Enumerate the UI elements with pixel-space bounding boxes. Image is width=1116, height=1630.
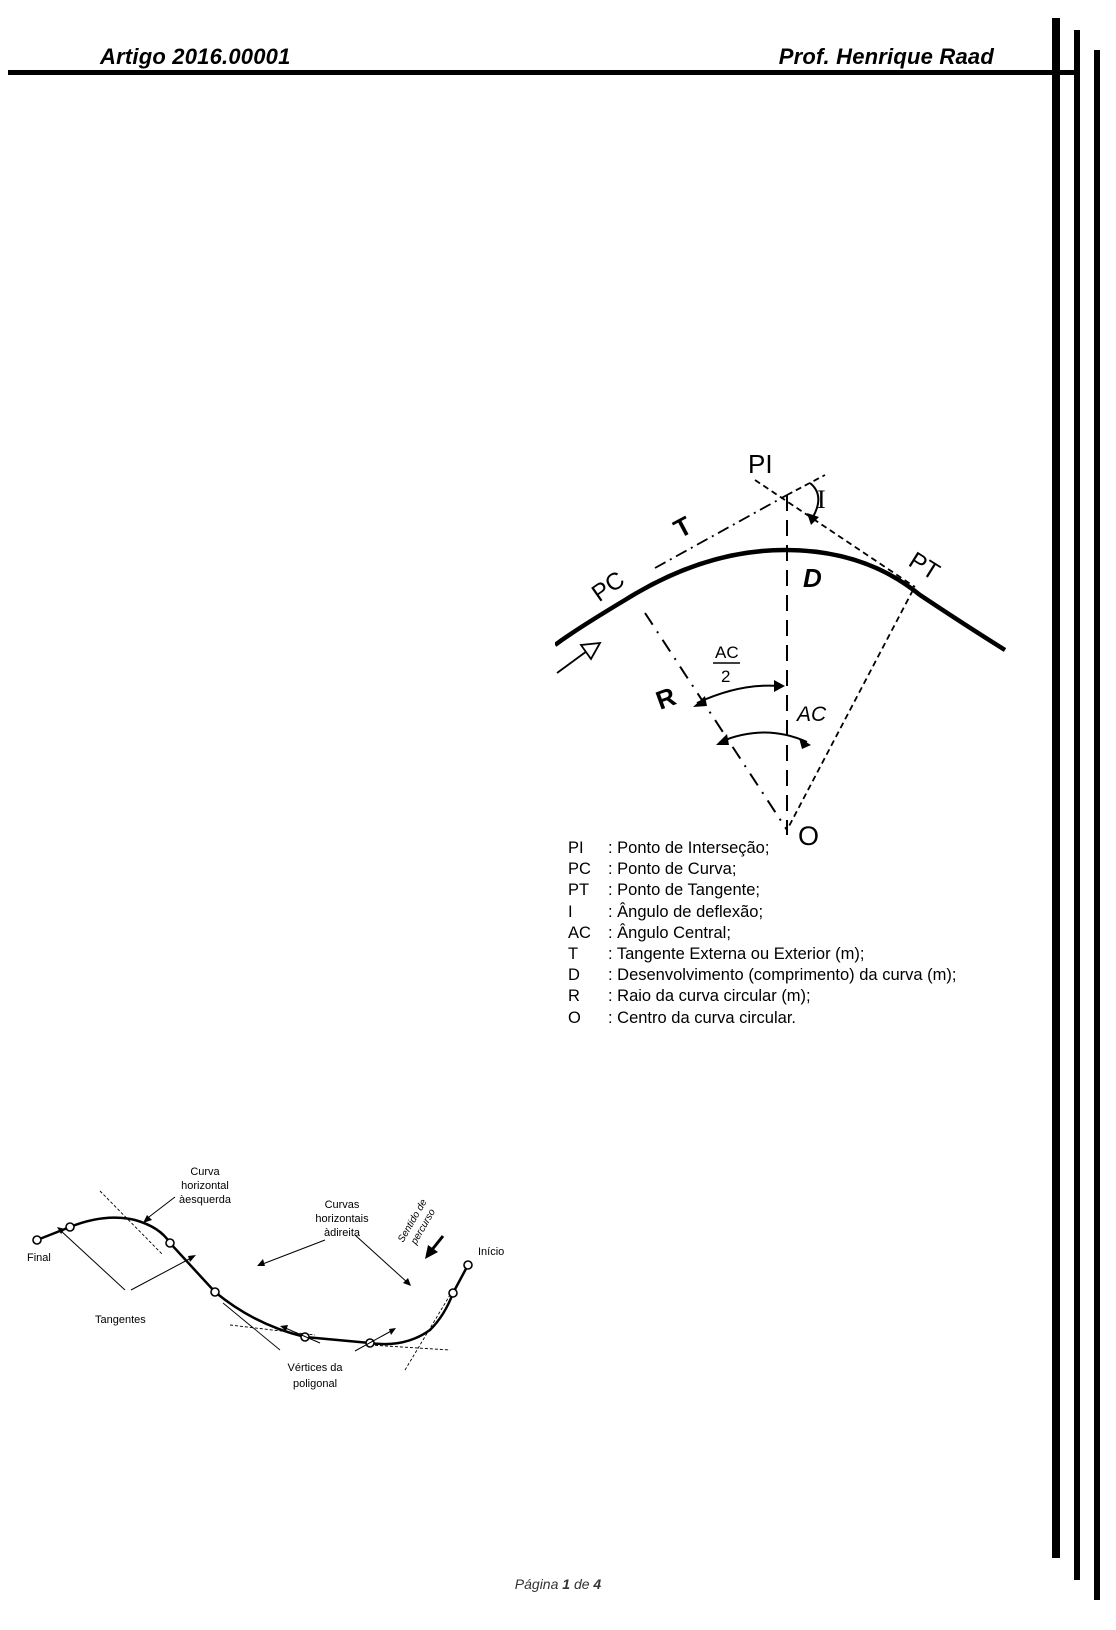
pointer-arrowhead bbox=[403, 1278, 411, 1286]
label-d: D bbox=[803, 563, 822, 593]
pointer-line bbox=[259, 1239, 326, 1266]
legend-item: I: Ângulo de deflexão; bbox=[568, 902, 764, 921]
tangent-extension bbox=[786, 474, 826, 496]
road-alignment-diagram: Curva horizontal àesquerda Curvas horizo… bbox=[27, 1166, 504, 1390]
label-inicio: Início bbox=[478, 1246, 504, 1258]
ac-arrow-right bbox=[799, 738, 811, 749]
border-bar-2 bbox=[1074, 30, 1080, 1580]
pointer-arrowhead bbox=[188, 1255, 196, 1262]
tangent-ext-5 bbox=[404, 1294, 451, 1371]
half-ac-arc bbox=[696, 684, 780, 704]
pointer-arrowhead bbox=[280, 1325, 288, 1331]
header-article-id: Artigo 2016.00001 bbox=[100, 44, 291, 69]
vertex-circle bbox=[165, 1238, 175, 1248]
direction-arrowhead bbox=[425, 1245, 438, 1259]
tangent-ext-4 bbox=[369, 1344, 451, 1351]
label-curvas-dir-2: horizontais bbox=[315, 1213, 369, 1225]
vertex-circle bbox=[448, 1288, 458, 1298]
header-author: Prof. Henrique Raad bbox=[778, 44, 994, 69]
pointer-line bbox=[354, 1234, 409, 1284]
label-pi: PI bbox=[748, 455, 773, 479]
tangent-left bbox=[654, 494, 788, 569]
label-o: O bbox=[798, 821, 819, 851]
label-curva-esq-1: Curva bbox=[190, 1166, 220, 1178]
label-curva-esq-3: àesquerda bbox=[179, 1194, 232, 1206]
circular-curve-diagram: PI I T PC D PT AC 2 R AC O bbox=[555, 455, 1007, 851]
tangent-ext-2 bbox=[222, 1302, 281, 1351]
label-curva-esq-2: horizontal bbox=[181, 1180, 229, 1192]
pointer-arrowhead bbox=[389, 1328, 396, 1335]
pointer-arrowhead bbox=[57, 1227, 65, 1234]
direction-arrowhead bbox=[579, 641, 602, 661]
tangent-right bbox=[754, 479, 916, 588]
border-bar-1 bbox=[1052, 18, 1060, 1558]
legend-item: AC: Ângulo Central; bbox=[568, 923, 731, 942]
curve-arc bbox=[555, 547, 1007, 652]
legend-item: D: Desenvolvimento (comprimento) da curv… bbox=[568, 966, 957, 985]
half-ac-arrow-left bbox=[693, 696, 707, 707]
pointer-arrowhead bbox=[143, 1215, 152, 1223]
label-r: R bbox=[652, 681, 680, 716]
legend-item: R: Raio da curva circular (m); bbox=[568, 987, 811, 1006]
pointer-arrowhead bbox=[257, 1259, 265, 1266]
legend-item: PI: Ponto de Interseção; bbox=[568, 839, 770, 857]
vertex-circle bbox=[65, 1222, 75, 1232]
symbol-legend: PI: Ponto de Interseção; PC: Ponto de Cu… bbox=[568, 838, 956, 1029]
legend-item: T: Tangente Externa ou Exterior (m); bbox=[568, 945, 865, 964]
label-vertices-1: Vértices da bbox=[287, 1362, 343, 1374]
label-ac: AC bbox=[795, 703, 827, 726]
pointer-line bbox=[59, 1229, 126, 1291]
label-pt: PT bbox=[904, 547, 945, 586]
legend-item: O: Centro da curva circular. bbox=[568, 1008, 796, 1027]
radius-pc bbox=[644, 612, 788, 831]
half-ac-arrow-right bbox=[774, 680, 785, 692]
header-rule bbox=[8, 70, 1076, 75]
vertex-circle bbox=[210, 1287, 220, 1297]
tangent-ext-1 bbox=[99, 1190, 164, 1256]
deflection-arrowhead bbox=[807, 513, 819, 525]
label-i: I bbox=[817, 485, 826, 514]
ac-arrow-left bbox=[716, 734, 729, 745]
alignment-path bbox=[36, 1216, 470, 1346]
label-final: Final bbox=[27, 1252, 51, 1264]
deflection-arc bbox=[809, 482, 820, 518]
tangent-ext-3 bbox=[229, 1324, 316, 1336]
label-curvas-dir-3: àdireita bbox=[324, 1227, 361, 1239]
vertex-circle bbox=[32, 1235, 42, 1245]
pointer-line bbox=[282, 1326, 321, 1344]
label-ac-den: 2 bbox=[721, 667, 730, 686]
label-ac-num: AC bbox=[715, 643, 739, 662]
pointer-line bbox=[144, 1196, 176, 1221]
direction-arrow-shaft bbox=[556, 650, 588, 674]
label-vertices-2: poligonal bbox=[293, 1378, 337, 1390]
radius-pt bbox=[786, 589, 914, 831]
legend-item: PT: Ponto de Tangente; bbox=[568, 881, 760, 900]
page-footer: Página 1 de 4 bbox=[514, 1576, 602, 1592]
pointer-line bbox=[130, 1256, 194, 1291]
ac-arc bbox=[719, 731, 808, 743]
label-curvas-dir-1: Curvas bbox=[325, 1199, 360, 1211]
vertex-circle bbox=[463, 1260, 473, 1270]
pointer-line bbox=[354, 1329, 394, 1352]
label-t: T bbox=[669, 510, 697, 544]
label-tangentes: Tangentes bbox=[95, 1314, 146, 1326]
border-bar-3 bbox=[1094, 50, 1100, 1600]
legend-item: PC: Ponto de Curva; bbox=[568, 860, 737, 879]
